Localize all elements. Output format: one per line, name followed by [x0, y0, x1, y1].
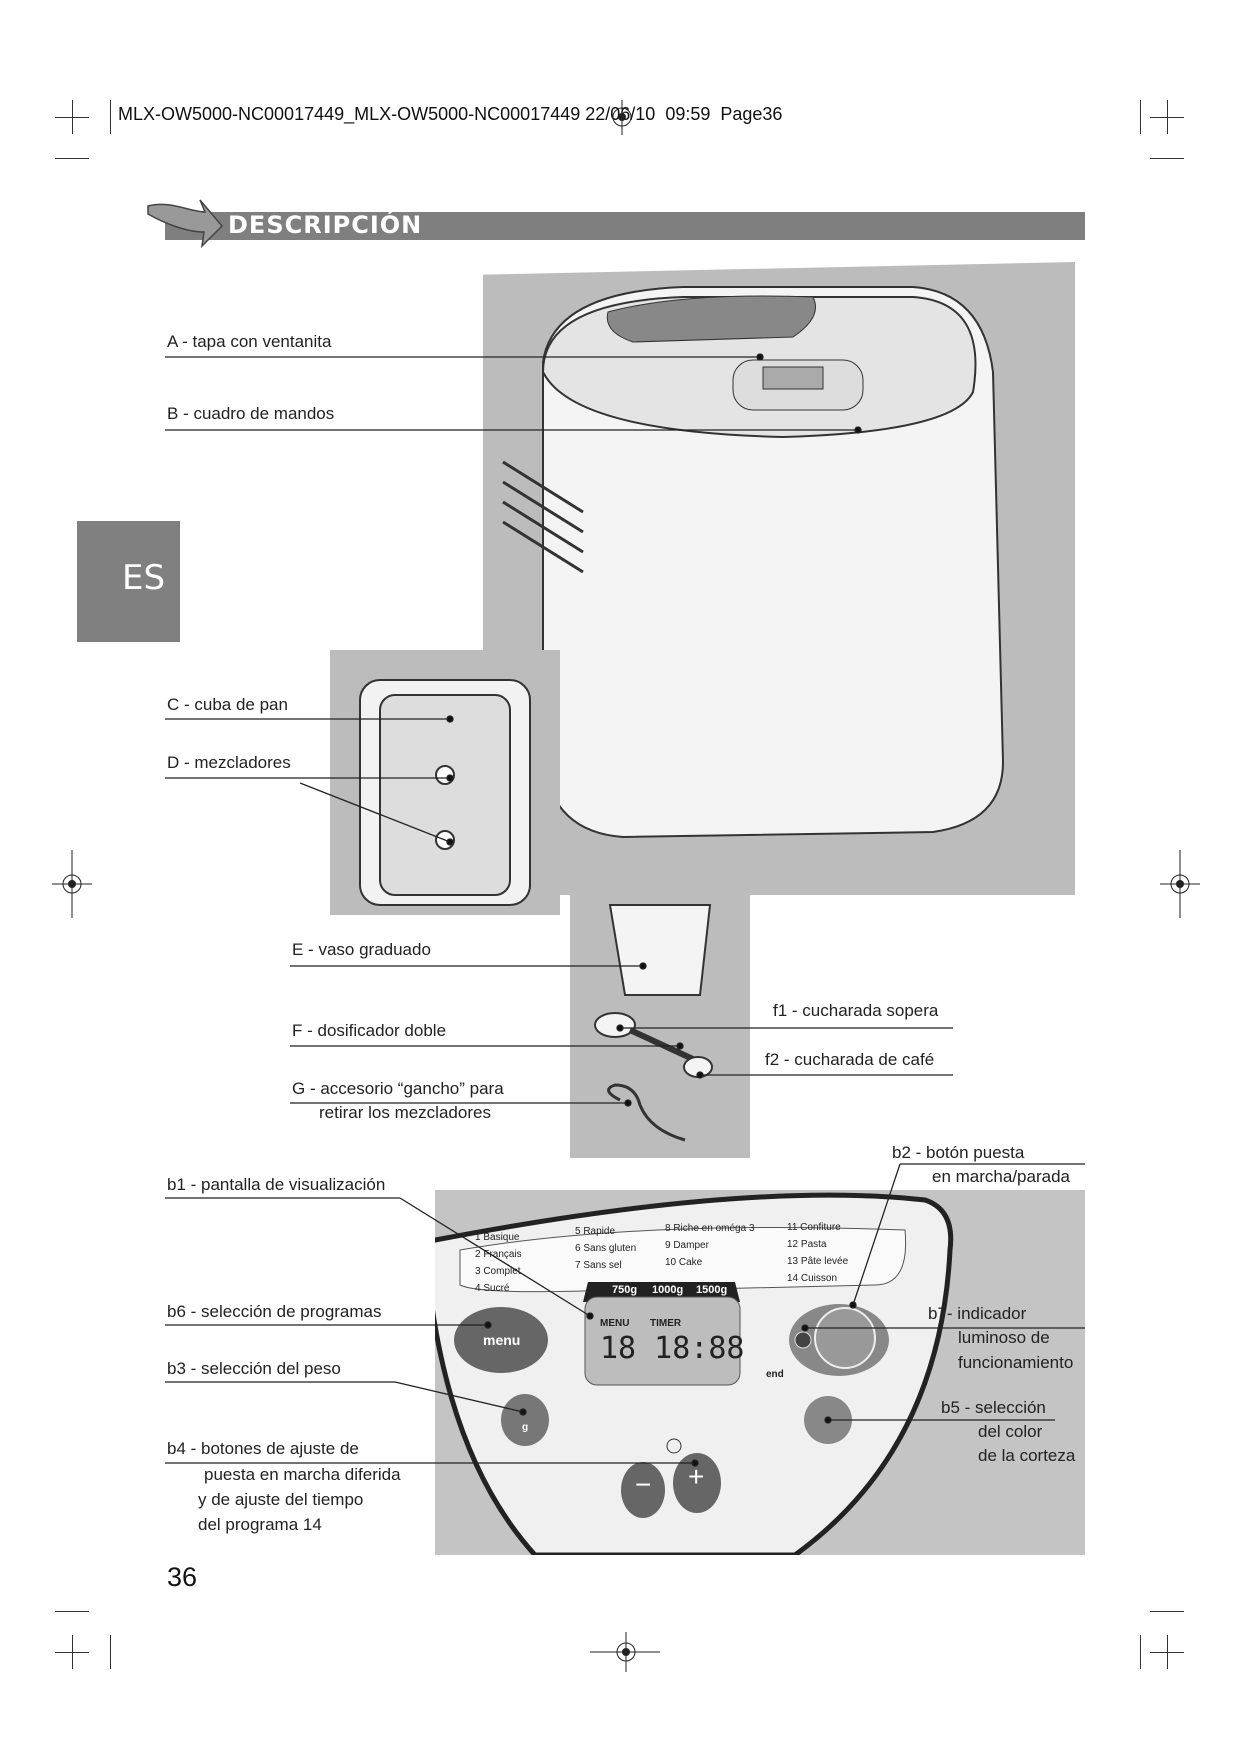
label-b6: b6 - selección de programas [167, 1302, 382, 1321]
header-slug: MLX-OW5000-NC00017449_MLX-OW5000-NC00017… [118, 104, 783, 124]
label-b2-line1: b2 - botón puesta [892, 1143, 1025, 1162]
label-f2: f2 - cucharada de café [765, 1050, 935, 1069]
program-list: 1 Basique 2 Français 3 Complet 4 Sucré 5… [475, 1220, 895, 1294]
weight-1000: 1000g [652, 1284, 684, 1296]
language-tab-label: ES [122, 558, 166, 598]
label-b4-line1: b4 - botones de ajuste de [167, 1439, 359, 1458]
crop-mark [110, 100, 111, 134]
program-item: 10 Cake [665, 1257, 703, 1268]
crop-mark [1140, 1635, 1141, 1669]
crop-mark [55, 158, 89, 159]
display-menu-label: MENU [600, 1318, 630, 1329]
label-b5-line3: de la corteza [978, 1446, 1076, 1465]
label-b7-line2: luminoso de [958, 1328, 1050, 1347]
language-tab [77, 521, 180, 642]
weight-1500: 1500g [696, 1284, 728, 1296]
label-d: D - mezcladores [167, 753, 291, 772]
label-b4-line3: y de ajuste del tiempo [198, 1490, 364, 1509]
program-item: 13 Pâte levée [787, 1256, 849, 1267]
crop-mark [55, 1611, 89, 1612]
plus-button[interactable]: + [688, 1461, 705, 1492]
program-item: 9 Damper [665, 1240, 709, 1251]
menu-button[interactable]: menu [483, 1332, 521, 1348]
label-b1: b1 - pantalla de visualización [167, 1175, 386, 1194]
program-item: 3 Complet [475, 1266, 521, 1277]
label-g-line1: G - accesorio “gancho” para [292, 1079, 504, 1098]
label-c: C - cuba de pan [167, 695, 288, 714]
label-f1: f1 - cucharada sopera [773, 1001, 939, 1020]
label-b5-line2: del color [978, 1422, 1043, 1441]
program-item: 4 Sucré [475, 1283, 510, 1294]
weight-750: 750g [612, 1284, 638, 1296]
crop-mark [1150, 158, 1184, 159]
label-f: F - dosificador doble [292, 1021, 447, 1040]
program-item: 6 Sans gluten [575, 1243, 637, 1254]
crop-mark [110, 1635, 111, 1669]
program-item: 8 Riche en oméga 3 [665, 1223, 755, 1234]
end-label: end [766, 1369, 784, 1380]
label-b7-line1: b7- indicador [928, 1304, 1027, 1323]
program-item: 5 Rapide [575, 1226, 616, 1237]
program-item: 11 Confiture [787, 1222, 841, 1233]
crop-mark [1150, 1611, 1184, 1612]
page-number: 36 [167, 1562, 198, 1592]
label-b: B - cuadro de mandos [167, 404, 335, 423]
program-item: 14 Cuisson [787, 1273, 838, 1284]
crop-mark [1140, 100, 1141, 134]
crop-mark [1167, 1635, 1168, 1669]
weight-button[interactable]: g [522, 1422, 529, 1433]
label-b3: b3 - selección del peso [167, 1359, 341, 1378]
label-b4-line4: del programa 14 [198, 1515, 322, 1534]
program-item: 1 Basique [475, 1232, 520, 1243]
crop-mark [72, 100, 73, 134]
program-item: 2 Français [475, 1249, 522, 1260]
label-b4-line2: puesta en marcha diferida [204, 1465, 401, 1484]
section-title: DESCRIPCIÓN [228, 211, 423, 239]
section-bar [165, 212, 1085, 240]
display-digits: 18 18:88 [600, 1331, 745, 1366]
label-g-line2: retirar los mezcladores [319, 1103, 491, 1122]
label-b7-line3: funcionamiento [958, 1353, 1074, 1372]
display-timer-label: TIMER [650, 1318, 682, 1329]
label-e: E - vaso graduado [292, 940, 431, 959]
crop-mark [72, 1635, 73, 1669]
program-item: 12 Pasta [787, 1239, 827, 1250]
program-item: 7 Sans sel [575, 1260, 622, 1271]
label-a: A - tapa con ventanita [167, 332, 332, 351]
bread-maker-image [483, 262, 1075, 895]
crop-mark [1167, 100, 1168, 134]
label-b5-line1: b5 - selección [941, 1398, 1046, 1417]
minus-button[interactable]: − [635, 1469, 652, 1500]
bread-pan-image [330, 650, 560, 915]
label-b2-line2: en marcha/parada [932, 1167, 1070, 1186]
accessories-image [570, 875, 750, 1158]
